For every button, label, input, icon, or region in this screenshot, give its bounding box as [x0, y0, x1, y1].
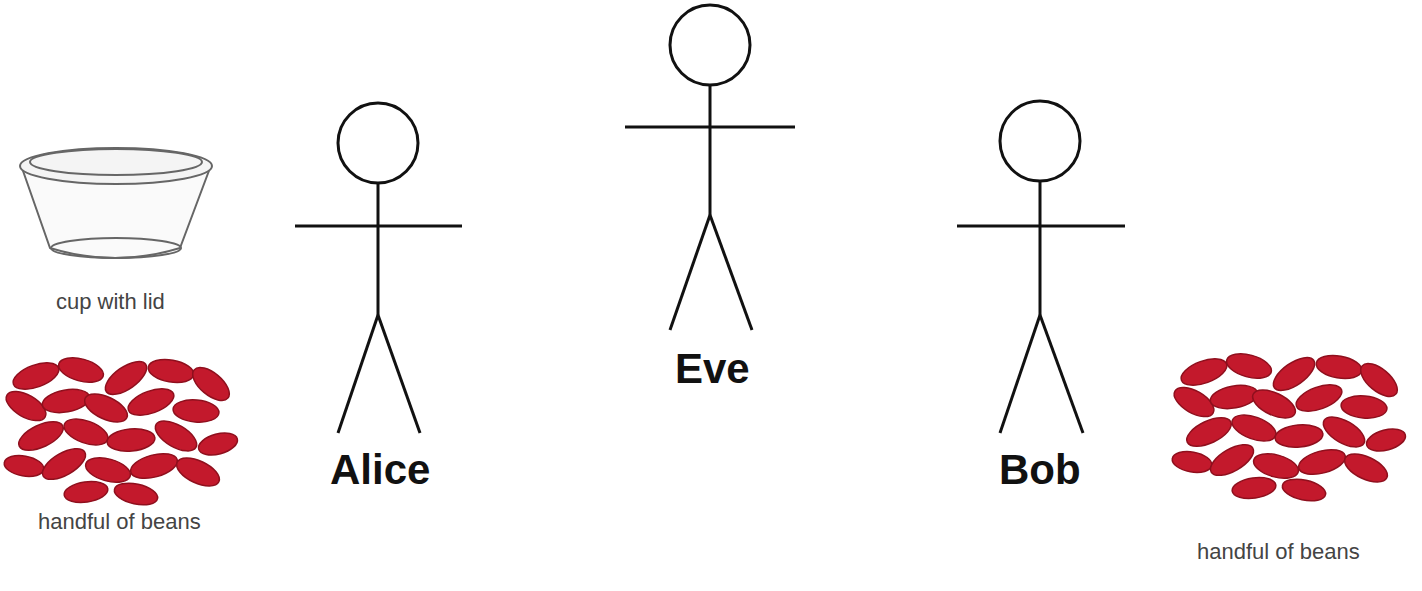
stick-figure [295, 103, 462, 433]
object-label: handful of beans [38, 508, 213, 536]
stick-figure [625, 5, 795, 330]
stick-figure [957, 101, 1125, 433]
person-name: Eve [675, 343, 750, 396]
object-label: cup with lid [56, 288, 165, 316]
person-name: Alice [330, 444, 430, 497]
object-label: handful of beans [1197, 538, 1360, 566]
person-name: Bob [999, 444, 1081, 497]
cup-icon [20, 148, 212, 258]
